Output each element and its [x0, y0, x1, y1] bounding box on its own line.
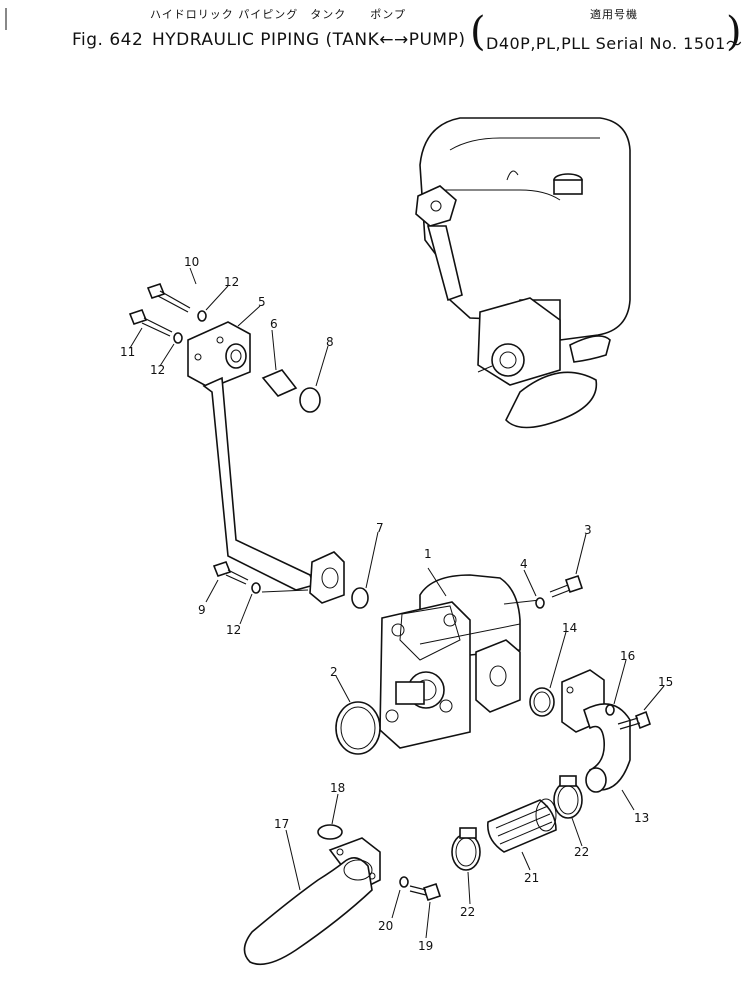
applicable-model-japanese: 適用号機 — [590, 8, 638, 21]
tank-body — [419, 117, 631, 341]
callout-19: 19 — [418, 939, 433, 953]
leader-lines — [129, 267, 665, 939]
hose-21 — [487, 798, 557, 853]
bolts-upper — [128, 283, 207, 344]
callout-1: 1 — [424, 547, 432, 561]
callout-15: 15 — [658, 675, 673, 689]
callout-5: 5 — [258, 295, 266, 309]
clamp-22-right — [553, 775, 583, 819]
title-english: HYDRAULIC PIPING (TANK←→PUMP) — [152, 30, 466, 50]
callout-18: 18 — [330, 781, 345, 795]
tank-hose-clamp — [569, 335, 611, 363]
callout-22-b: 22 — [460, 905, 475, 919]
bolts-lower-flange — [212, 561, 309, 594]
tank-cap-neck — [553, 179, 583, 195]
callout-9: 9 — [198, 603, 206, 617]
tank-suction-hose — [505, 371, 598, 429]
callout-10: 10 — [184, 255, 199, 269]
upper-pipe-assembly — [187, 321, 345, 604]
callout-11: 11 — [120, 345, 135, 359]
hydraulic-tank-assembly — [415, 117, 631, 429]
sleeve-6 — [261, 369, 298, 397]
callout-12-b: 12 — [150, 363, 165, 377]
tank-flange — [415, 185, 457, 227]
washer-16 — [605, 704, 615, 716]
callout-14: 14 — [562, 621, 577, 635]
clamp-22-left — [451, 827, 481, 871]
washer-20 — [399, 876, 409, 888]
pipe-flange-top — [187, 321, 251, 389]
callout-4: 4 — [520, 557, 528, 571]
callout-13: 13 — [634, 811, 649, 825]
callout-7: 7 — [376, 521, 384, 535]
bolt-3-washer-4 — [535, 574, 584, 609]
close-paren: ) — [726, 9, 742, 55]
callout-3: 3 — [584, 523, 592, 537]
o-ring-18 — [317, 824, 343, 840]
callout-6: 6 — [270, 317, 278, 331]
o-ring-7 — [351, 587, 369, 609]
figure-number: Fig. 642 — [72, 30, 144, 50]
callout-12-a: 12 — [224, 275, 239, 289]
callout-16: 16 — [620, 649, 635, 663]
open-paren: ( — [470, 9, 486, 55]
o-ring-2 — [335, 701, 381, 755]
suction-pipe-17 — [243, 824, 442, 966]
applicable-model: D40P,PL,PLL Serial No. 1501～ — [486, 34, 743, 53]
o-ring-8 — [299, 387, 321, 413]
tank-outlet-pipe — [426, 225, 463, 302]
elbow-13 — [561, 669, 651, 793]
callout-17: 17 — [274, 817, 289, 831]
callout-12-c: 12 — [226, 623, 241, 637]
callout-20: 20 — [378, 919, 393, 933]
callout-21: 21 — [524, 871, 539, 885]
pipe-5 — [202, 376, 316, 591]
callout-2: 2 — [330, 665, 338, 679]
callout-8: 8 — [326, 335, 334, 349]
pipe-flange-bottom — [309, 551, 345, 604]
title-japanese: ハイドロリック パイピング タンク ポンプ — [150, 8, 406, 21]
callout-labels: 1 2 3 4 5 6 7 8 9 10 11 12 12 12 13 14 1… — [120, 255, 673, 953]
callout-22-a: 22 — [574, 845, 589, 859]
